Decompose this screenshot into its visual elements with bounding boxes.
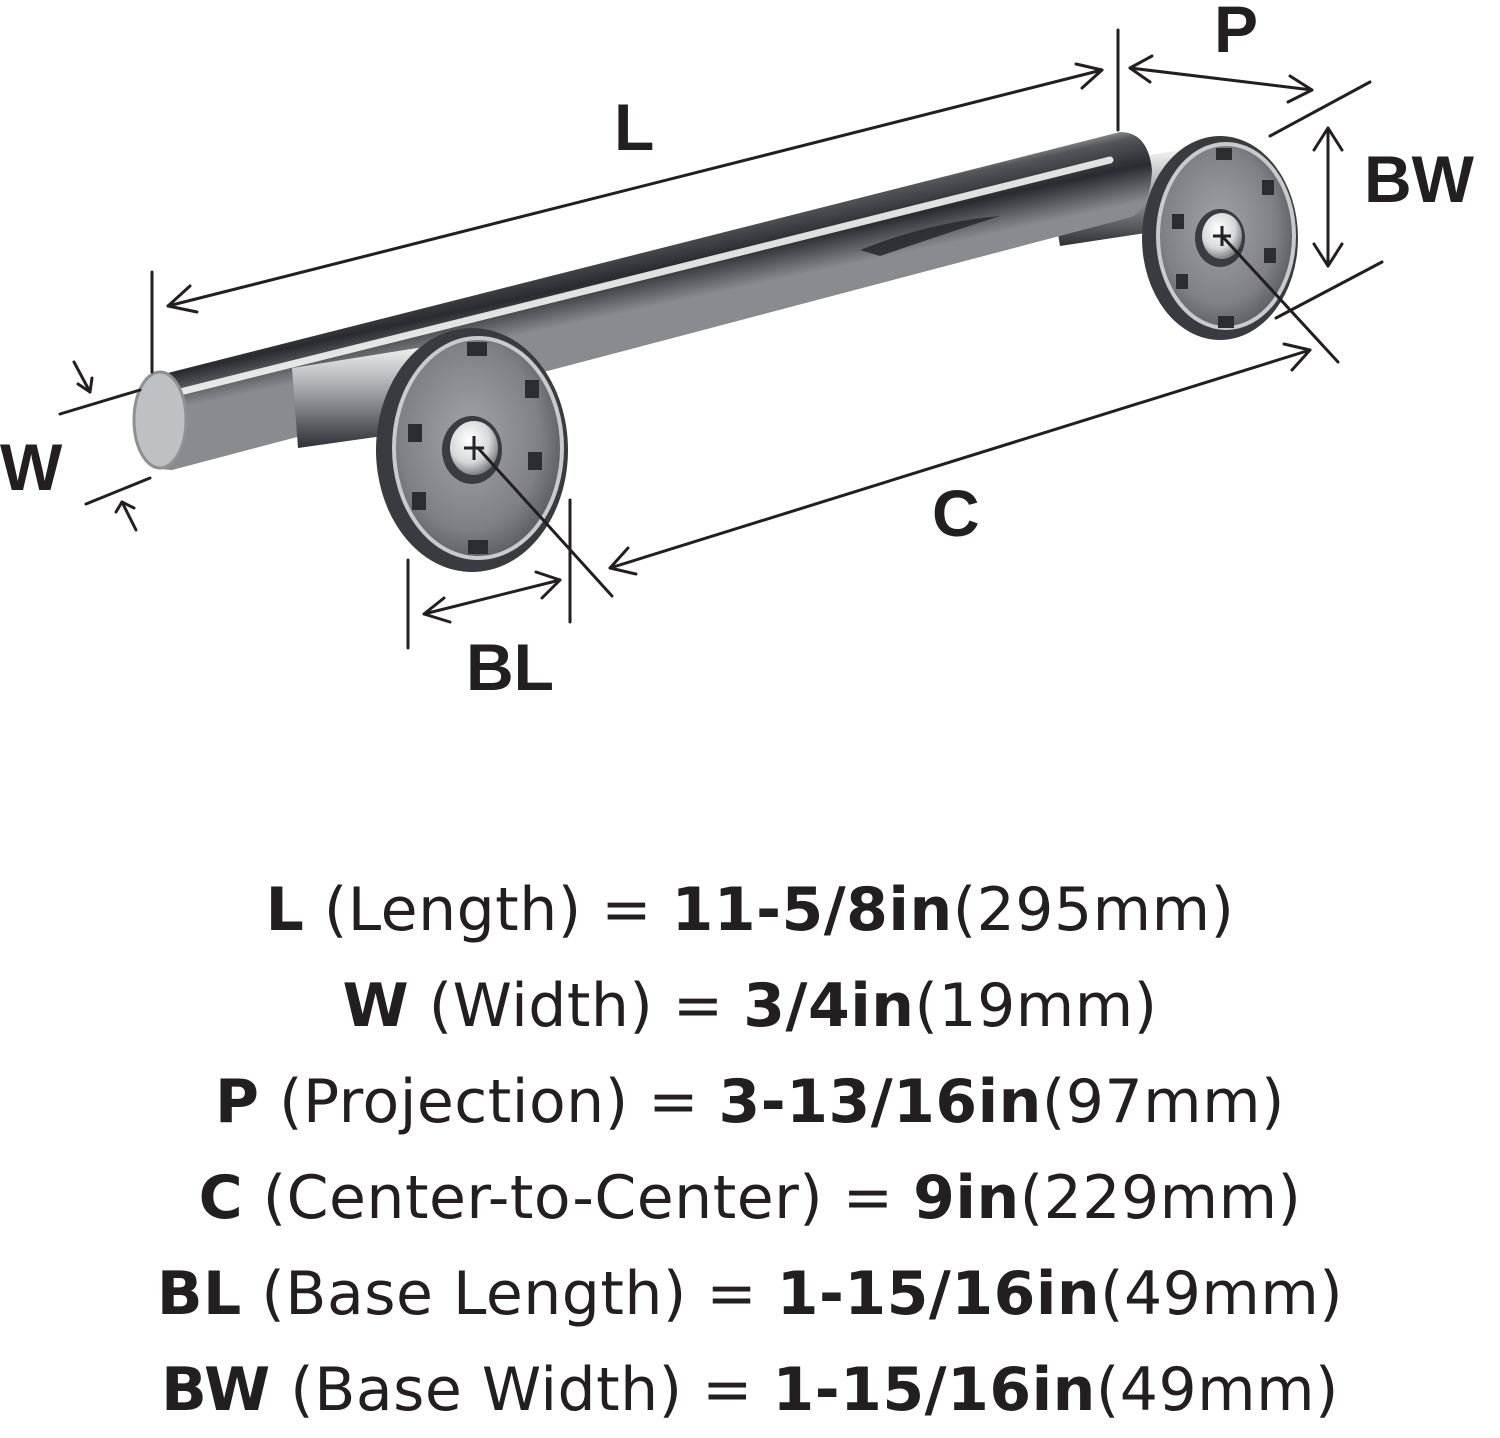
center-leader-left <box>476 446 614 598</box>
right-base <box>1142 136 1298 340</box>
main-bar <box>135 132 1152 470</box>
spec-row-length: L (Length) = 11-5/8in(295mm) <box>0 862 1500 958</box>
arrowhead-center-left <box>608 546 638 576</box>
dimension-line-center-to-center <box>608 348 1312 570</box>
spec-row-base-width: BW (Base Width) = 1-15/16in(49mm) <box>0 1342 1500 1438</box>
arrowhead-center-right <box>1282 342 1312 372</box>
dimension-spec-list: L (Length) = 11-5/8in(295mm) W (Width) =… <box>0 862 1500 1438</box>
spec-equals: = <box>842 1163 894 1233</box>
label-base-width: BW <box>1364 142 1475 216</box>
arrowhead-length-left <box>166 284 199 314</box>
bar-highlight <box>176 156 1114 396</box>
arrowhead-projection-left <box>1128 54 1154 84</box>
spec-metric: (49mm) <box>1100 1259 1344 1329</box>
spec-metric: (19mm) <box>914 971 1158 1041</box>
spec-symbol: L <box>265 875 305 945</box>
spec-metric: (295mm) <box>952 875 1235 945</box>
spec-imperial: 3-13/16in <box>718 1067 1042 1137</box>
spec-description: (Base Width) <box>290 1355 683 1425</box>
spec-symbol: BL <box>156 1259 242 1329</box>
spec-equals: = <box>672 971 724 1041</box>
grab-bar-illustration <box>132 132 1298 572</box>
spec-metric: (229mm) <box>1019 1163 1302 1233</box>
arrowhead-width-top <box>76 376 94 394</box>
base-width-extension <box>1274 260 1384 320</box>
spec-description: (Projection) <box>279 1067 629 1137</box>
dimension-line-base-length <box>422 578 562 616</box>
label-projection: P <box>1214 0 1258 66</box>
arrowhead-base-length-right <box>534 570 562 600</box>
dimension-lines <box>58 28 1384 650</box>
arrowhead-base-width-bottom <box>1312 242 1344 268</box>
arrowhead-length-right <box>1074 62 1104 90</box>
spec-imperial: 9in <box>913 1163 1020 1233</box>
spec-imperial: 11-5/8in <box>671 875 953 945</box>
width-arrow-bottom-shaft <box>120 500 138 532</box>
label-center-to-center: C <box>932 476 980 550</box>
label-length: L <box>614 90 654 164</box>
spec-imperial: 3/4in <box>743 971 915 1041</box>
dimension-line-length <box>166 68 1104 308</box>
spec-row-center-to-center: C (Center-to-Center) = 9in(229mm) <box>0 1150 1500 1246</box>
spec-row-projection: P (Projection) = 3-13/16in(97mm) <box>0 1054 1500 1150</box>
width-extension-top <box>58 388 142 416</box>
label-width: W <box>0 430 63 504</box>
width-extension-bottom <box>84 476 152 506</box>
bar-reflection <box>860 216 1000 256</box>
projection-extension <box>1268 80 1372 138</box>
left-base <box>376 328 568 572</box>
spec-equals: = <box>648 1067 699 1137</box>
grab-bar-dimension-diagram: L P BW W C BL <box>0 0 1475 704</box>
bar-end-cap-rim <box>132 370 188 470</box>
spec-description: (Length) <box>323 875 582 945</box>
spec-metric: (97mm) <box>1041 1067 1285 1137</box>
spec-metric: (49mm) <box>1095 1355 1339 1425</box>
bar-end-cap <box>134 372 186 468</box>
spec-description: (Width) <box>428 971 654 1041</box>
spec-equals: = <box>601 875 653 945</box>
center-leader-right <box>1220 234 1340 364</box>
spec-imperial: 1-15/16in <box>776 1259 1101 1329</box>
spec-row-base-length: BL (Base Length) = 1-15/16in(49mm) <box>0 1246 1500 1342</box>
spec-description: (Base Length) <box>261 1259 687 1329</box>
arrowhead-width-bottom <box>114 500 136 514</box>
arrowhead-projection-right <box>1286 74 1314 104</box>
spec-imperial: 1-15/16in <box>772 1355 1096 1425</box>
dimension-line-projection <box>1128 66 1314 92</box>
spec-symbol: BW <box>161 1355 271 1425</box>
spec-symbol: W <box>342 971 410 1041</box>
spec-symbol: C <box>198 1163 244 1233</box>
spec-row-width: W (Width) = 3/4in(19mm) <box>0 958 1500 1054</box>
spec-description: (Center-to-Center) <box>262 1163 824 1233</box>
width-arrow-top-shaft <box>72 360 92 394</box>
dimension-arrowheads <box>76 54 1344 624</box>
arrowhead-base-length-left <box>422 596 452 624</box>
arrowhead-base-width-top <box>1312 126 1344 152</box>
label-base-length: BL <box>466 630 554 704</box>
spec-equals: = <box>706 1259 758 1329</box>
spec-equals: = <box>702 1355 753 1425</box>
spec-symbol: P <box>215 1067 260 1137</box>
